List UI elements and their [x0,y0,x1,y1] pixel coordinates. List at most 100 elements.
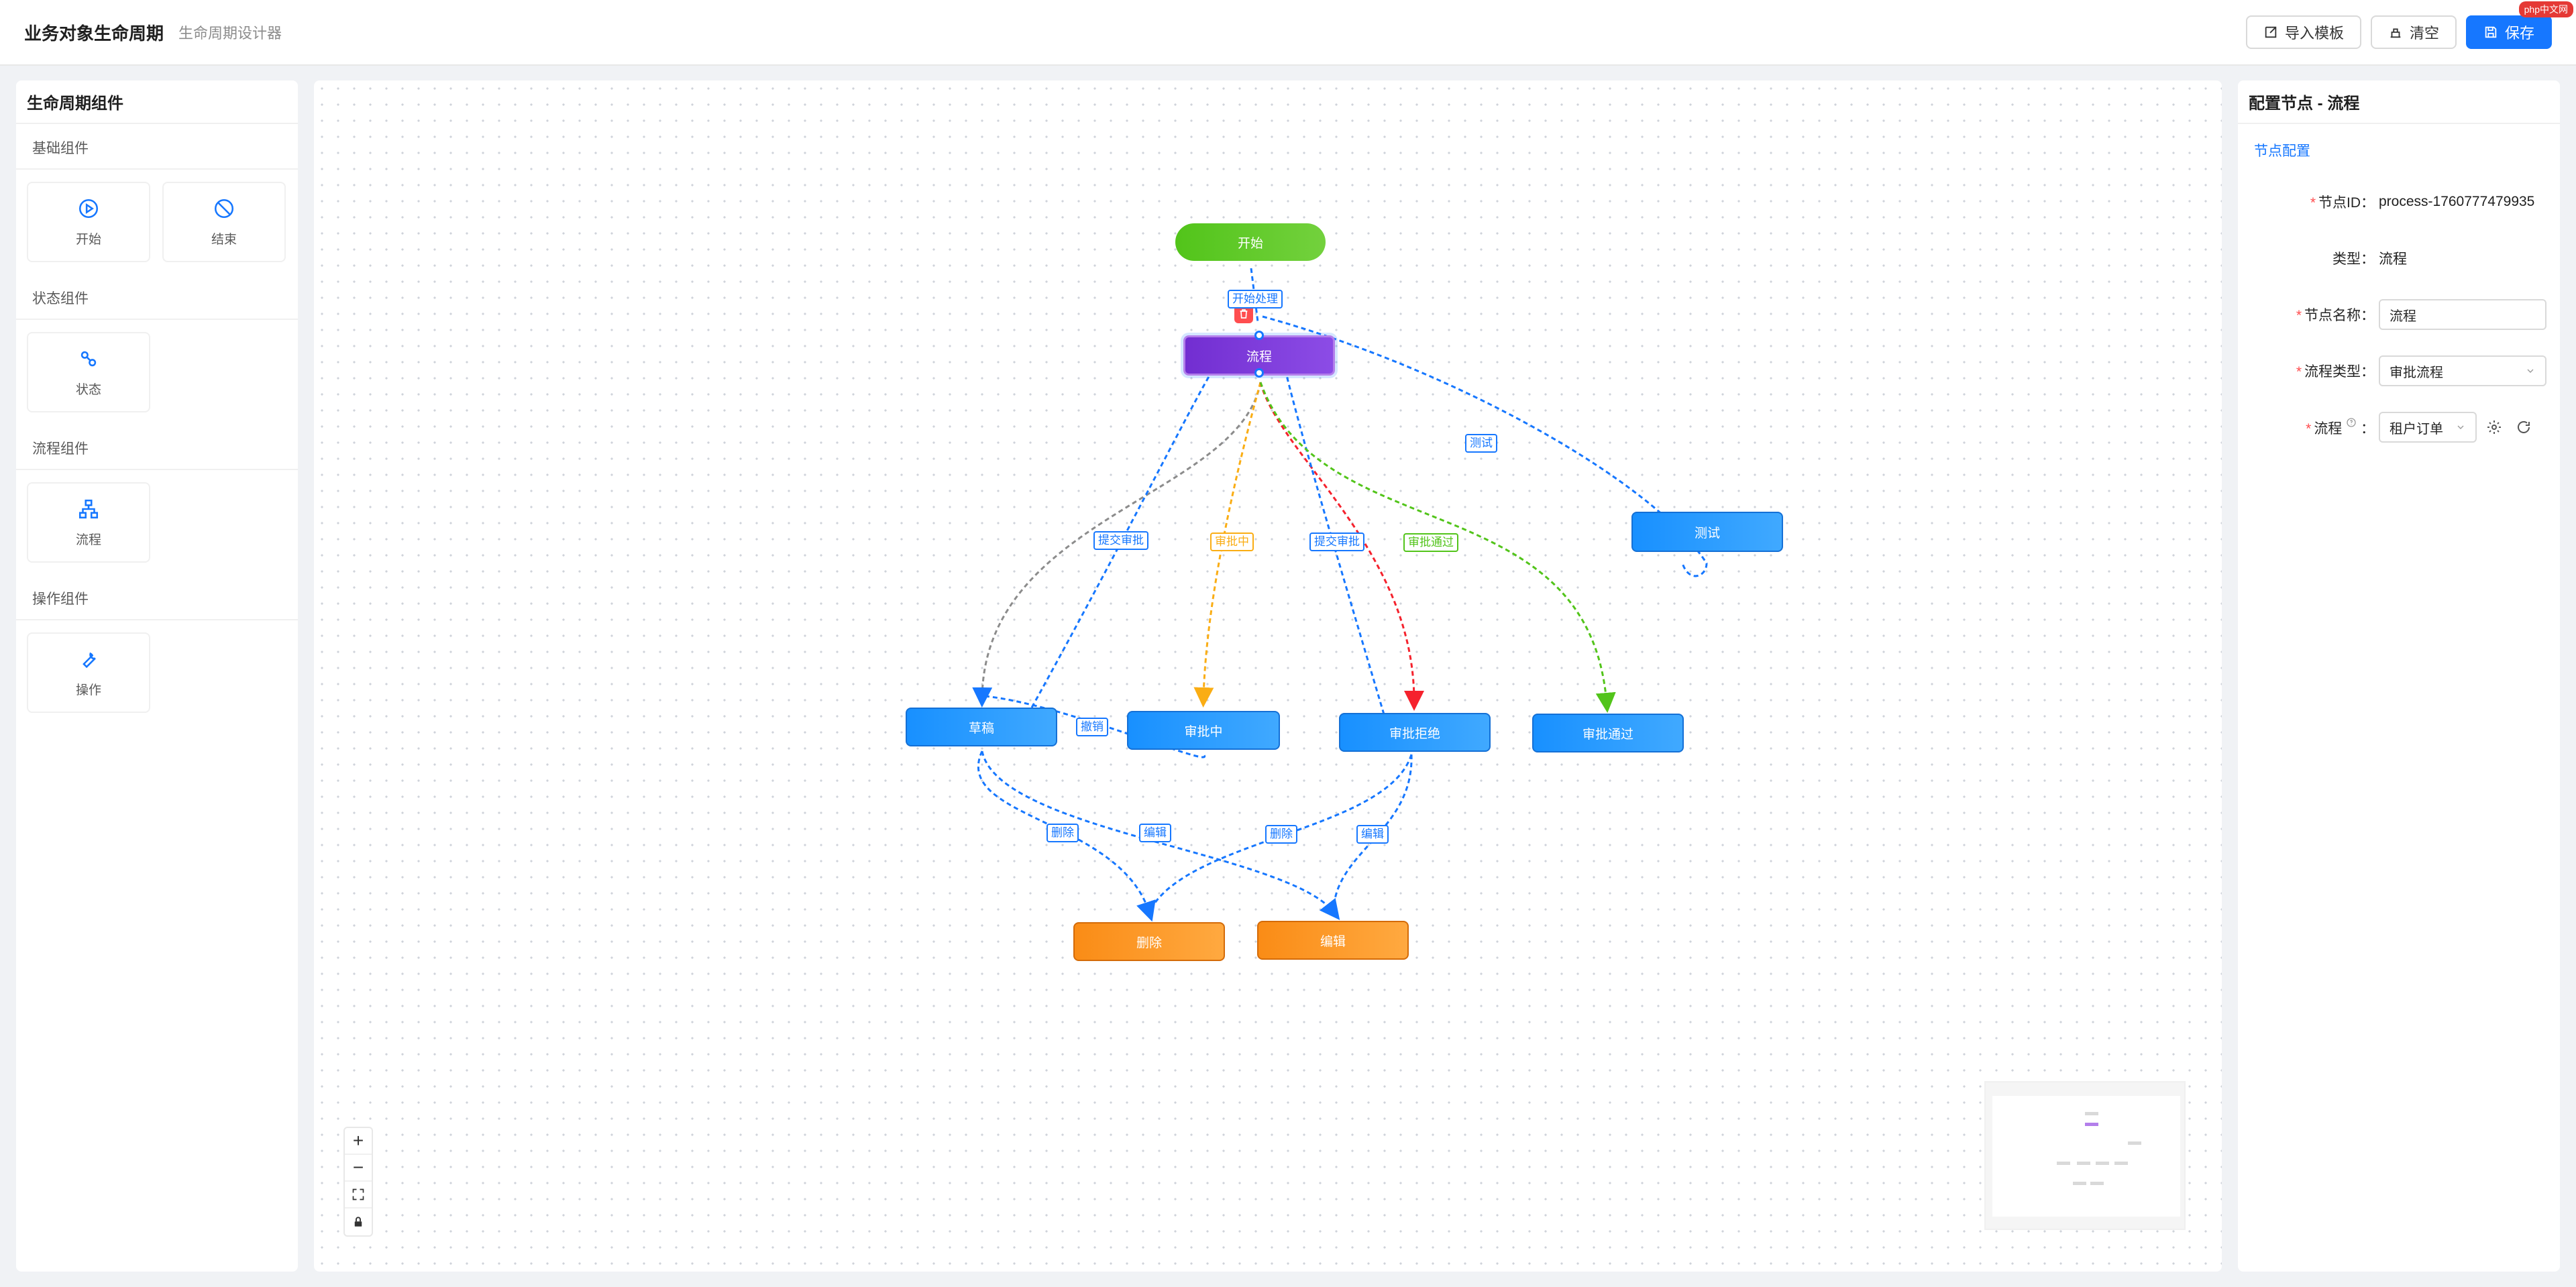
edge-label-edit-1[interactable]: 编辑 [1139,824,1171,842]
node-name-label: *节点名称： [2296,308,2375,323]
watermark-logo: php中文网 [2518,1,2573,17]
minimap-viewport [1992,1096,2180,1217]
section-process: 流程 [16,470,298,575]
flow-canvas[interactable]: 开始 流程 测试 草稿 审批中 审批拒绝 审批通过 删除 编辑 开始处理 测试 … [314,80,2222,1272]
edge-rejected-process[interactable] [1285,375,1385,715]
save-icon [2485,26,2497,38]
component-operation[interactable]: 操作 [27,632,150,713]
node-approved[interactable]: 审批通过 [1532,714,1684,752]
help-icon[interactable] [2346,417,2357,428]
component-end-label: 结束 [211,232,237,247]
component-state-label: 状态 [75,382,101,397]
section-process-title: 流程组件 [16,425,298,470]
node-edit[interactable]: 编辑 [1257,921,1409,960]
process-type-value: 审批流程 [2390,365,2443,380]
node-draft[interactable]: 草稿 [906,708,1057,746]
component-process[interactable]: 流程 [27,482,150,563]
minimap[interactable] [1984,1081,2186,1230]
clear-button[interactable]: 清空 [2370,15,2457,49]
zoom-out-button[interactable]: − [345,1155,372,1182]
clear-icon [2390,28,2401,38]
process-select[interactable]: 租户订单 [2379,412,2477,443]
tab-node-config[interactable]: 节点配置 [2254,144,2310,159]
app-header: 业务对象生命周期 生命周期设计器 导入模板 清空 保存 [0,0,2576,66]
process-type-label: *流程类型： [2296,364,2375,380]
trash-icon [1240,309,1248,319]
minimap-node [2085,1112,2098,1115]
edge-label-delete-2[interactable]: 删除 [1265,825,1297,844]
minimap-node [2114,1162,2128,1165]
lock-button[interactable] [345,1209,372,1235]
component-start[interactable]: 开始 [27,182,150,262]
fit-icon [352,1188,364,1200]
minimap-node [2073,1182,2086,1185]
edge-rejected-edit[interactable] [1332,754,1413,913]
node-name-input[interactable]: 流程 [2379,299,2546,330]
header-actions: 导入模板 清空 保存 [2245,15,2552,49]
edge-draft-edit[interactable] [981,750,1340,920]
import-template-button[interactable]: 导入模板 [2245,15,2361,49]
section-state: 状态 [16,320,298,425]
edge-label-withdraw[interactable]: 撤销 [1076,718,1108,736]
section-basic-title: 基础组件 [16,124,298,170]
component-panel: 生命周期组件 基础组件 开始 结束 状态组件 状态 流程组件 流程 操作组件 操… [16,80,298,1272]
section-operation: 操作 [16,620,298,725]
minimap-node [2077,1162,2090,1165]
field-process: *流程 ： 租户订单 [2238,399,2560,455]
node-id-label: *节点ID： [2310,195,2375,211]
component-end[interactable]: 结束 [162,182,286,262]
node-start[interactable]: 开始 [1175,223,1326,261]
field-process-type: *流程类型： 审批流程 [2238,343,2560,399]
edge-process-draft[interactable] [972,382,1262,708]
edge-process-test[interactable] [1262,315,1708,577]
type-value: 流程 [2379,251,2407,267]
node-test[interactable]: 测试 [1631,512,1783,552]
app-title: 业务对象生命周期 [24,23,164,44]
edge-process-rejected[interactable] [1259,382,1424,711]
component-state[interactable]: 状态 [27,332,150,412]
wrench-icon [83,652,96,668]
edge-label-start-process[interactable]: 开始处理 [1228,290,1283,309]
edge-withdraw[interactable] [984,695,1206,759]
node-handle-top[interactable] [1254,331,1264,340]
link-icon [80,351,97,366]
process-type-select[interactable]: 审批流程 [2379,355,2546,386]
save-label: 保存 [2504,25,2534,42]
edge-label-submit-1[interactable]: 提交审批 [1093,531,1148,550]
process-refresh-button[interactable] [2512,415,2536,439]
component-process-label: 流程 [75,533,101,547]
lock-icon [354,1217,362,1227]
edge-label-reviewing[interactable]: 审批中 [1210,533,1254,551]
chevron-down-icon [2527,369,2534,373]
minimap-node [2057,1162,2070,1165]
node-reviewing[interactable]: 审批中 [1127,711,1280,750]
minimap-node [2090,1182,2104,1185]
import-icon [2265,26,2277,38]
stop-icon [214,199,234,218]
process-label: *流程 ： [2251,417,2379,438]
edge-draft-process[interactable] [1030,375,1211,708]
minimap-node [2128,1141,2141,1145]
node-rejected[interactable]: 审批拒绝 [1339,713,1491,752]
edge-process-approved[interactable] [1259,382,1616,713]
gear-icon [2487,421,2501,434]
edge-label-submit-2[interactable]: 提交审批 [1309,533,1364,551]
save-button[interactable]: 保存 [2465,15,2552,49]
edge-label-edit-2[interactable]: 编辑 [1356,825,1389,844]
process-settings-button[interactable] [2482,415,2506,439]
play-circle-icon [78,199,99,218]
edge-label-test[interactable]: 测试 [1465,434,1497,453]
import-template-label: 导入模板 [2284,25,2344,42]
app-subtitle: 生命周期设计器 [178,25,282,42]
section-operation-title: 操作组件 [16,575,298,620]
node-handle-bottom[interactable] [1254,368,1264,378]
edge-label-approved[interactable]: 审批通过 [1403,533,1458,552]
fit-view-button[interactable] [345,1182,372,1209]
edge-draft-delete[interactable] [977,750,1156,922]
edge-label-delete-1[interactable]: 删除 [1046,824,1079,842]
node-delete[interactable]: 删除 [1073,922,1225,961]
zoom-in-button[interactable]: + [345,1128,372,1155]
field-type: 类型： 流程 [2238,230,2560,286]
zoom-controls: + − [343,1127,373,1237]
chevron-down-icon [2457,425,2464,429]
